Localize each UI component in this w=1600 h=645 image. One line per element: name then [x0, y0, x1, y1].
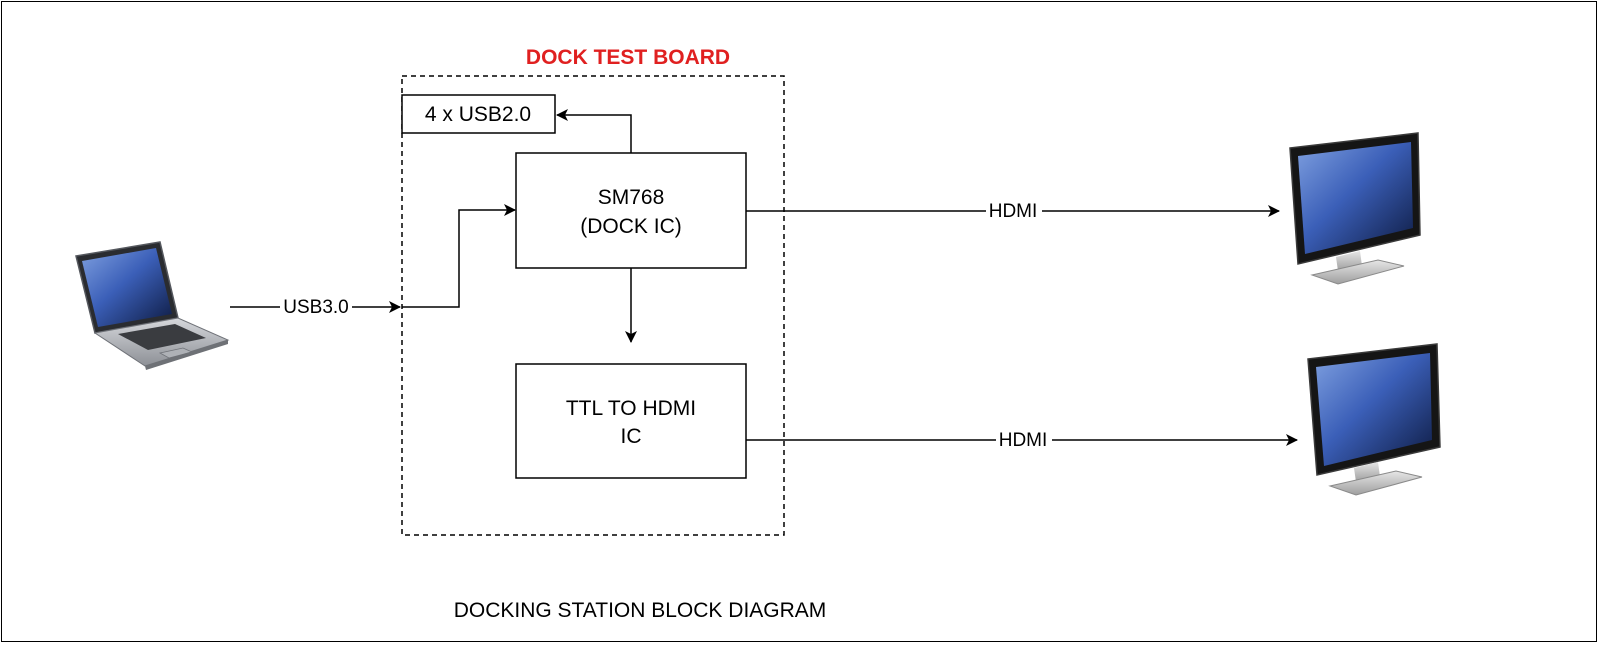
board-to-dock-ic-arrow [402, 204, 516, 308]
board-title: DOCK TEST BOARD [526, 46, 730, 69]
dock-test-board-boundary [401, 75, 785, 536]
dock-ic-block: SM768 (DOCK IC) [515, 152, 747, 269]
usb-hub-label: 4 x USB2.0 [425, 103, 531, 126]
monitor-icon [1289, 132, 1421, 285]
hdmi-top-label-bg [986, 200, 1042, 222]
usb3-label-bg [280, 295, 352, 317]
hdmi-top-label: HDMI [989, 201, 1038, 222]
diagram-caption: DOCKING STATION BLOCK DIAGRAM [454, 599, 827, 622]
dock-ic-subtitle: (DOCK IC) [580, 215, 682, 238]
monitor-icon [1307, 343, 1441, 496]
usb-hub-block: 4 x USB2.0 [401, 94, 556, 134]
usb3-label: USB3.0 [283, 297, 348, 318]
ttl-hdmi-name: TTL TO HDMI [566, 397, 696, 420]
dock-ic-name: SM768 [598, 186, 665, 209]
hdmi-bottom-label-bg [996, 429, 1052, 451]
dock-to-usb-hub-arrow [556, 109, 632, 153]
ttl-hdmi-subtitle: IC [621, 425, 642, 448]
ttl-hdmi-block: TTL TO HDMI IC [515, 363, 747, 479]
hdmi-bottom-label: HDMI [999, 430, 1048, 451]
laptop-icon [75, 241, 230, 370]
